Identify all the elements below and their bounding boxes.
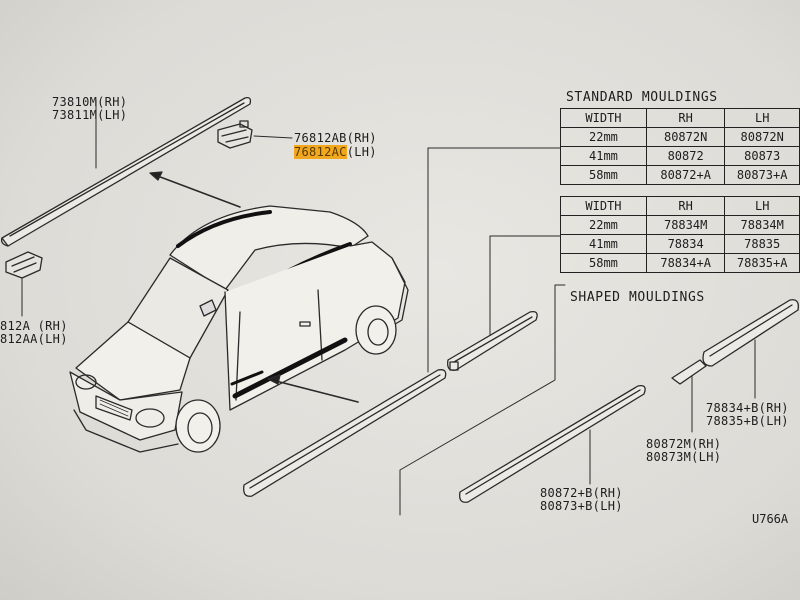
table-cell: 80872N — [724, 127, 800, 147]
label-shaped-mid-rh: 80872M(RH) — [646, 437, 722, 451]
table-row: 41mm 80872 80873 — [560, 146, 800, 166]
moulding-standard-short — [447, 311, 538, 371]
standard-table-1: WIDTH RH LH 22mm 80872N 80872N 41mm 8087… — [560, 108, 800, 185]
label-shaped-right-rh: 78834+B(RH) — [706, 401, 789, 415]
table-row: 58mm 80872+A 80873+A — [560, 165, 800, 185]
clip-lower — [5, 251, 43, 317]
table-cell: 78835 — [724, 234, 800, 254]
table-cell: 78834+A — [645, 253, 726, 273]
table-row: 22mm 78834M 78834M — [560, 215, 800, 235]
label-clip-lower-rh: 812A (RH) — [0, 319, 68, 333]
label-shaped-mid-lh: 80873M(LH) — [646, 450, 722, 464]
standard-mouldings-title: STANDARD MOULDINGS — [566, 90, 718, 105]
table-cell: 78834 — [645, 234, 726, 254]
table-header: RH — [645, 108, 726, 128]
highlighted-part-number: 76812AC — [294, 145, 347, 159]
arrow-side — [267, 374, 359, 403]
table-cell: 22mm — [560, 127, 647, 147]
table-cell: 78834M — [645, 215, 726, 235]
shaped-mouldings-title: SHAPED MOULDINGS — [570, 290, 705, 305]
table-cell: 80872+A — [645, 165, 726, 185]
table-cell: 80873 — [724, 146, 800, 166]
reference-code: U766A — [752, 512, 789, 526]
car-body — [69, 205, 409, 453]
moulding-shaped-right — [671, 299, 799, 433]
label-roof-moulding-rh: 73810M(RH) — [52, 95, 128, 109]
label-shaped-bottom-rh: 80872+B(RH) — [540, 486, 623, 500]
arrow-roof — [149, 171, 241, 208]
table-header-row: WIDTH RH LH — [560, 196, 800, 216]
table-header: WIDTH — [560, 108, 647, 128]
label-shaped-bottom-lh: 80873+B(LH) — [540, 499, 623, 513]
label-shaped-right-lh: 78835+B(LH) — [706, 414, 789, 428]
label-clip-lower-lh: 812AA(LH) — [0, 332, 68, 346]
moulding-standard-long — [243, 369, 447, 497]
table-header-row: WIDTH RH LH — [560, 108, 800, 128]
label-clip-upper-lh: 76812AC(LH) — [294, 145, 377, 159]
table-row: 41mm 78834 78835 — [560, 234, 800, 254]
table-cell: 41mm — [560, 234, 647, 254]
table-cell: 58mm — [560, 253, 647, 273]
table-header: WIDTH — [560, 196, 647, 216]
table-row: 58mm 78834+A 78835+A — [560, 253, 800, 273]
table-header: LH — [724, 108, 800, 128]
table-cell: 78834M — [724, 215, 800, 235]
table-header: LH — [724, 196, 800, 216]
label-clip-upper-rh: 76812AB(RH) — [294, 131, 377, 145]
table-cell: 80872 — [645, 146, 726, 166]
label-roof-moulding-lh: 73811M(LH) — [52, 108, 128, 122]
table-cell: 80873+A — [724, 165, 800, 185]
moulding-shaped-bottom — [459, 385, 646, 503]
table-cell: 80872N — [645, 127, 726, 147]
table-header: RH — [645, 196, 726, 216]
label-clip-upper-lh-side: (LH) — [346, 145, 377, 159]
table-row: 22mm 80872N 80872N — [560, 127, 800, 147]
table-cell: 22mm — [560, 215, 647, 235]
table-cell: 41mm — [560, 146, 647, 166]
roof-moulding — [0, 96, 252, 247]
standard-table-2: WIDTH RH LH 22mm 78834M 78834M 41mm 7883… — [560, 196, 800, 273]
clip-upper — [217, 120, 293, 149]
table-cell: 58mm — [560, 165, 647, 185]
table-cell: 78835+A — [724, 253, 800, 273]
